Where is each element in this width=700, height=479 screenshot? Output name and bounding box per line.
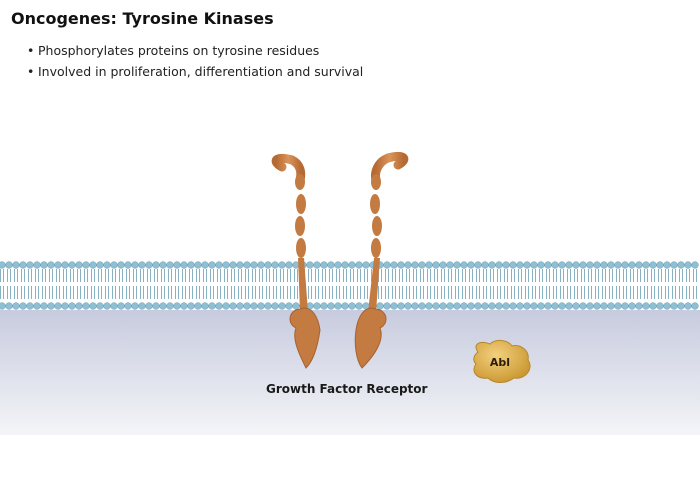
abl-label: Abl (490, 356, 510, 369)
receptor-right (354, 151, 409, 369)
bullet-list: Phosphorylates proteins on tyrosine resi… (27, 40, 363, 82)
cell-membrane (0, 261, 699, 310)
cytoplasm (0, 310, 700, 435)
receptor-left (271, 153, 321, 369)
bullet-item: Involved in proliferation, differentiati… (27, 61, 363, 82)
bullet-item: Phosphorylates proteins on tyrosine resi… (27, 40, 363, 61)
receptor-label: Growth Factor Receptor (266, 382, 428, 396)
slide-title: Oncogenes: Tyrosine Kinases (11, 9, 274, 28)
abl-protein: Abl (473, 339, 531, 383)
